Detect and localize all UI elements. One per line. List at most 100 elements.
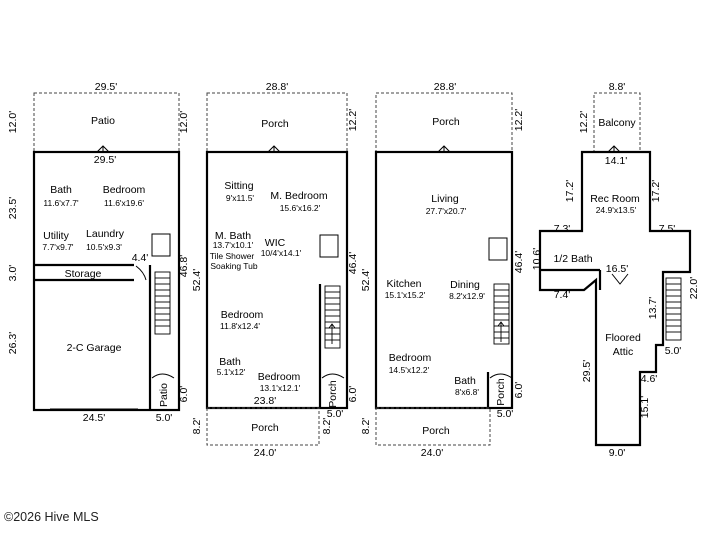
dim-half-bath-depth: 10.6' bbox=[531, 248, 543, 270]
dim-garage-depth: 26.3' bbox=[7, 332, 19, 354]
room-master-bath-size: 13.7'x10.1' bbox=[213, 240, 254, 250]
dim-left-depth: 52.4' bbox=[191, 269, 203, 291]
dim-lower-porch-width: 24.0' bbox=[254, 447, 276, 459]
room-master-bath: M. Bath bbox=[215, 230, 251, 242]
room-attic: Floored bbox=[605, 332, 641, 344]
dim-wall-width: 29.5' bbox=[94, 154, 116, 166]
room-half-bath: 1/2 Bath bbox=[553, 253, 592, 265]
door-swing bbox=[607, 145, 621, 153]
dim-notch-depth: 15.1' bbox=[639, 396, 651, 418]
dim-left-step: 7.3' bbox=[554, 223, 571, 235]
room-sitting-size: 9'x11.5' bbox=[226, 193, 255, 203]
stairs bbox=[154, 271, 171, 335]
dim-right-step: 7.5' bbox=[659, 223, 676, 235]
room-wic: WIC bbox=[265, 237, 286, 249]
room-bedroom: Bedroom bbox=[103, 184, 146, 196]
room-small-patio: Patio bbox=[158, 383, 170, 407]
room-master-bedroom: M. Bedroom bbox=[270, 190, 327, 202]
door-swing bbox=[611, 273, 629, 285]
dim-lower-left-step: 7.4' bbox=[554, 289, 571, 301]
dim-right-depth: 46.4' bbox=[513, 251, 525, 273]
room-utility-size: 7.7'x9.7' bbox=[42, 242, 74, 252]
dim-top-width: 29.5' bbox=[95, 81, 117, 93]
dim-bottom-wall: 23.8' bbox=[254, 395, 276, 407]
room-bath: Bath bbox=[219, 356, 241, 368]
dim-balcony-depth: 12.2' bbox=[578, 111, 590, 133]
dim-bottom-width: 9.0' bbox=[609, 447, 626, 459]
room-living-size: 27.7'x20.7' bbox=[426, 206, 467, 216]
room-bedroom-size: 11.8'x12.4' bbox=[220, 321, 260, 331]
dim-bottom-width: 24.5' bbox=[83, 412, 105, 424]
dim-patio-left: 12.0' bbox=[7, 111, 19, 133]
dim-porch-depth: 12.2' bbox=[513, 109, 525, 131]
room-rec-room: Rec Room bbox=[590, 193, 640, 205]
room-small-porch: Porch bbox=[495, 378, 507, 406]
copyright-watermark: ©2026 Hive MLS bbox=[4, 510, 99, 524]
room-utility: Utility bbox=[43, 230, 69, 242]
room-balcony: Balcony bbox=[598, 117, 636, 129]
room-rec-room-size: 24.9'x13.5' bbox=[596, 205, 637, 215]
dim-small-patio-depth: 6.0' bbox=[178, 386, 190, 403]
room-bedroom-2-size: 13.1'x12.1' bbox=[260, 383, 301, 393]
dim-small-porch-width: 5.0' bbox=[327, 408, 344, 420]
dim-small-porch-depth: 6.0' bbox=[347, 386, 359, 403]
plan-lower-level: 29.5' 12.0' 12.0' Patio 29.5' Bath 11.6'… bbox=[7, 81, 190, 424]
plan-main-level: 28.8' Porch 12.2' Living 27.7'x20.7' 52.… bbox=[360, 81, 525, 459]
note-tile-shower: Tile Shower bbox=[210, 251, 255, 261]
dim-top-width: 28.8' bbox=[434, 81, 456, 93]
dim-lower-porch-right: 8.2' bbox=[321, 418, 333, 435]
dim-mid-width: 16.5' bbox=[606, 263, 628, 275]
lower-porch-outline bbox=[375, 407, 491, 446]
dim-garage-offset: 4.4' bbox=[132, 252, 149, 264]
room-patio: Patio bbox=[91, 115, 115, 127]
stairs bbox=[324, 285, 341, 349]
dim-small-porch-depth: 6.0' bbox=[513, 382, 525, 399]
dim-storage-depth: 3.0' bbox=[7, 265, 19, 282]
door-swing bbox=[489, 373, 513, 379]
room-living: Living bbox=[431, 193, 459, 205]
room-bedroom-2: Bedroom bbox=[258, 371, 301, 383]
room-bedroom: Bedroom bbox=[221, 309, 264, 321]
lower-porch-outline bbox=[206, 407, 320, 446]
dim-upper-depth: 23.5' bbox=[7, 197, 19, 219]
dim-balcony-wall: 14.1' bbox=[605, 155, 627, 167]
room-wic-size: 10/4'x14.1' bbox=[261, 248, 302, 258]
plan-top-level: 8.8' 12.2' Balcony 14.1' 17.2' 17.2' Rec… bbox=[531, 81, 700, 459]
dim-stair-bottom: 5.0' bbox=[665, 345, 682, 357]
dim-lower-porch-depth: 8.2' bbox=[360, 418, 372, 435]
room-laundry: Laundry bbox=[86, 228, 125, 240]
dim-left-depth: 17.2' bbox=[564, 180, 576, 202]
room-lower-porch: Porch bbox=[251, 422, 279, 434]
stairs bbox=[493, 283, 510, 345]
room-laundry-size: 10.5'x9.3' bbox=[86, 242, 122, 252]
room-bath: Bath bbox=[50, 184, 72, 196]
dim-lower-porch-left: 8.2' bbox=[191, 418, 203, 435]
room-bedroom: Bedroom bbox=[389, 352, 432, 364]
dim-left-depth: 52.4' bbox=[360, 269, 372, 291]
room-kitchen: Kitchen bbox=[386, 278, 421, 290]
dim-notch-width: 4.6' bbox=[641, 373, 658, 385]
room-bath-size: 11.6'x7.7' bbox=[43, 198, 79, 208]
room-bedroom-size: 11.6'x19.6' bbox=[104, 198, 144, 208]
room-lower-porch: Porch bbox=[422, 425, 450, 437]
room-storage: Storage bbox=[65, 268, 102, 280]
note-soaking-tub: Soaking Tub bbox=[210, 261, 258, 271]
room-dining: Dining bbox=[450, 279, 480, 291]
room-garage: 2-C Garage bbox=[67, 342, 122, 354]
room-porch: Porch bbox=[432, 116, 460, 128]
dim-right-depth: 46.4' bbox=[347, 252, 359, 274]
room-bedroom-size: 14.5'x12.2' bbox=[389, 365, 430, 375]
dim-small-porch-width: 5.0' bbox=[497, 408, 514, 420]
dim-right-depth: 17.2' bbox=[650, 180, 662, 202]
stairs bbox=[665, 277, 682, 341]
dim-porch-depth: 12.2' bbox=[347, 109, 359, 131]
room-kitchen-size: 15.1'x15.2' bbox=[385, 290, 426, 300]
utility-box bbox=[488, 237, 508, 261]
room-bath-size: 8'x6.8' bbox=[455, 387, 479, 397]
room-attic-line2: Attic bbox=[613, 346, 633, 358]
dim-top-width: 8.8' bbox=[609, 81, 626, 93]
room-bath-size: 5.1'x12' bbox=[217, 367, 246, 377]
room-porch: Porch bbox=[261, 118, 289, 130]
dim-lower-porch-width: 24.0' bbox=[421, 447, 443, 459]
